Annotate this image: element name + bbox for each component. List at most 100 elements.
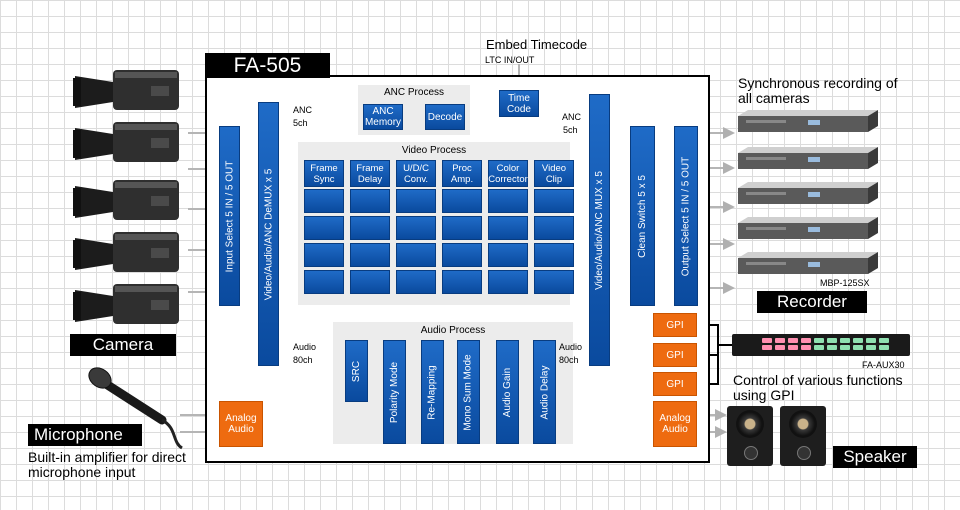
video-process-cell (350, 270, 390, 294)
ltc-label: LTC IN/OUT (485, 55, 535, 65)
audio-process-block-4: Audio Gain (496, 340, 519, 444)
analog-audio-in-block: Analog Audio (219, 401, 263, 447)
recorder-model: MBP-125SX (820, 278, 870, 288)
gpi-block-2: GPI (653, 343, 697, 367)
anc-out-label: ANC (562, 112, 582, 122)
video-process-cell (488, 243, 528, 267)
video-process-cell (534, 270, 574, 294)
aux-button-led (879, 338, 889, 343)
audio-process-block-3: Mono Sum Mode (457, 340, 480, 444)
aux-button-led (762, 338, 772, 343)
video-process-cell (442, 216, 482, 240)
video-process-title: Video Process (401, 145, 467, 156)
gpi-block-3: GPI (653, 372, 697, 396)
decode-block: Decode (425, 104, 465, 130)
speaker-left (727, 406, 773, 466)
recorder-unit-icon (738, 108, 878, 134)
recorder-unit-icon (738, 145, 878, 171)
video-process-cell (396, 243, 436, 267)
aux-button-led (853, 345, 863, 350)
video-process-cell (442, 270, 482, 294)
mux-block: Video/Audio/ANC MUX x 5 (589, 94, 610, 366)
microphone-label: Microphone (28, 424, 142, 446)
aux-button-led (840, 345, 850, 350)
speaker-right (780, 406, 826, 466)
aux-button-led (801, 345, 811, 350)
gpi-block-1: GPI (653, 313, 697, 337)
recorder-unit-icon (738, 215, 878, 241)
device-title: FA-505 (205, 53, 330, 78)
aux-button-led (879, 345, 889, 350)
audio-in-ch: 80ch (293, 355, 313, 365)
video-process-header-2: U/D/C Conv. (396, 160, 436, 187)
video-process-cell (350, 189, 390, 213)
anc-out-ch: 5ch (563, 125, 578, 135)
camera-icon (73, 232, 185, 274)
clean-switch-block: Clean Switch 5 x 5 (630, 126, 655, 306)
input-select-block: Input Select 5 IN / 5 OUT (219, 126, 240, 306)
video-process-header-4: Color Corrector (488, 160, 528, 187)
video-process-cell (396, 189, 436, 213)
gpi-caption: Control of various functions using GPI (733, 372, 903, 403)
video-process-cell (396, 270, 436, 294)
video-process-header-0: Frame Sync (304, 160, 344, 187)
aux-button-led (866, 338, 876, 343)
aux-button-led (814, 338, 824, 343)
camera-label: Camera (70, 334, 176, 356)
video-process-cell (304, 216, 344, 240)
video-process-cell (488, 270, 528, 294)
audio-process-block-2: Re-Mapping (421, 340, 444, 444)
video-process-cell (304, 243, 344, 267)
audio-out-ch: 80ch (559, 355, 579, 365)
aux-button-led (762, 345, 772, 350)
video-process-cell (304, 189, 344, 213)
aux-button-led (853, 338, 863, 343)
video-process-cell (350, 243, 390, 267)
video-process-cell (350, 216, 390, 240)
aux-button-led (788, 345, 798, 350)
aux-button-led (814, 345, 824, 350)
mic-caption: Built-in amplifier for direct microphone… (28, 449, 186, 480)
demux-block: Video/Audio/ANC DeMUX x 5 (258, 102, 279, 366)
aux-button-led (788, 338, 798, 343)
camera-icon (73, 122, 185, 164)
audio-process-title: Audio Process (420, 325, 486, 336)
aux-button-led (827, 345, 837, 350)
video-process-cell (442, 189, 482, 213)
video-process-cell (488, 216, 528, 240)
video-process-header-3: Proc Amp. (442, 160, 482, 187)
aux-button-led (801, 338, 811, 343)
audio-process-block-1: Polarity Mode (383, 340, 406, 444)
video-process-cell (304, 270, 344, 294)
timecode-block: Time Code (499, 90, 539, 117)
recorder-label: Recorder (757, 291, 867, 313)
recorder-unit-icon (738, 250, 878, 276)
audio-out-label: Audio (559, 342, 583, 352)
fa-aux30-device (732, 334, 910, 356)
aux-button-led (827, 338, 837, 343)
microphone-icon (88, 367, 183, 450)
camera-icon (73, 70, 185, 112)
analog-audio-out-block: Analog Audio (653, 401, 697, 447)
video-process-header-5: Video Clip (534, 160, 574, 187)
speaker-label: Speaker (833, 446, 917, 468)
anc-memory-block: ANC Memory (363, 104, 403, 130)
output-select-block: Output Select 5 IN / 5 OUT (674, 126, 698, 306)
aux-button-led (775, 338, 785, 343)
audio-process-block-5: Audio Delay (533, 340, 556, 444)
recorder-unit-icon (738, 180, 878, 206)
video-process-cell (442, 243, 482, 267)
video-process-cell (488, 189, 528, 213)
aux-model: FA-AUX30 (862, 360, 905, 370)
video-process-cell (534, 243, 574, 267)
camera-icon (73, 180, 185, 222)
video-process-cell (534, 216, 574, 240)
anc-in-label: ANC (293, 105, 313, 115)
audio-in-label: Audio (293, 342, 317, 352)
camera-icon (73, 284, 185, 326)
aux-button-led (775, 345, 785, 350)
aux-button-led (840, 338, 850, 343)
sync-recording-caption: Synchronous recording of all cameras (738, 75, 898, 106)
embed-timecode-label: Embed Timecode (486, 37, 588, 52)
anc-in-ch: 5ch (293, 118, 308, 128)
